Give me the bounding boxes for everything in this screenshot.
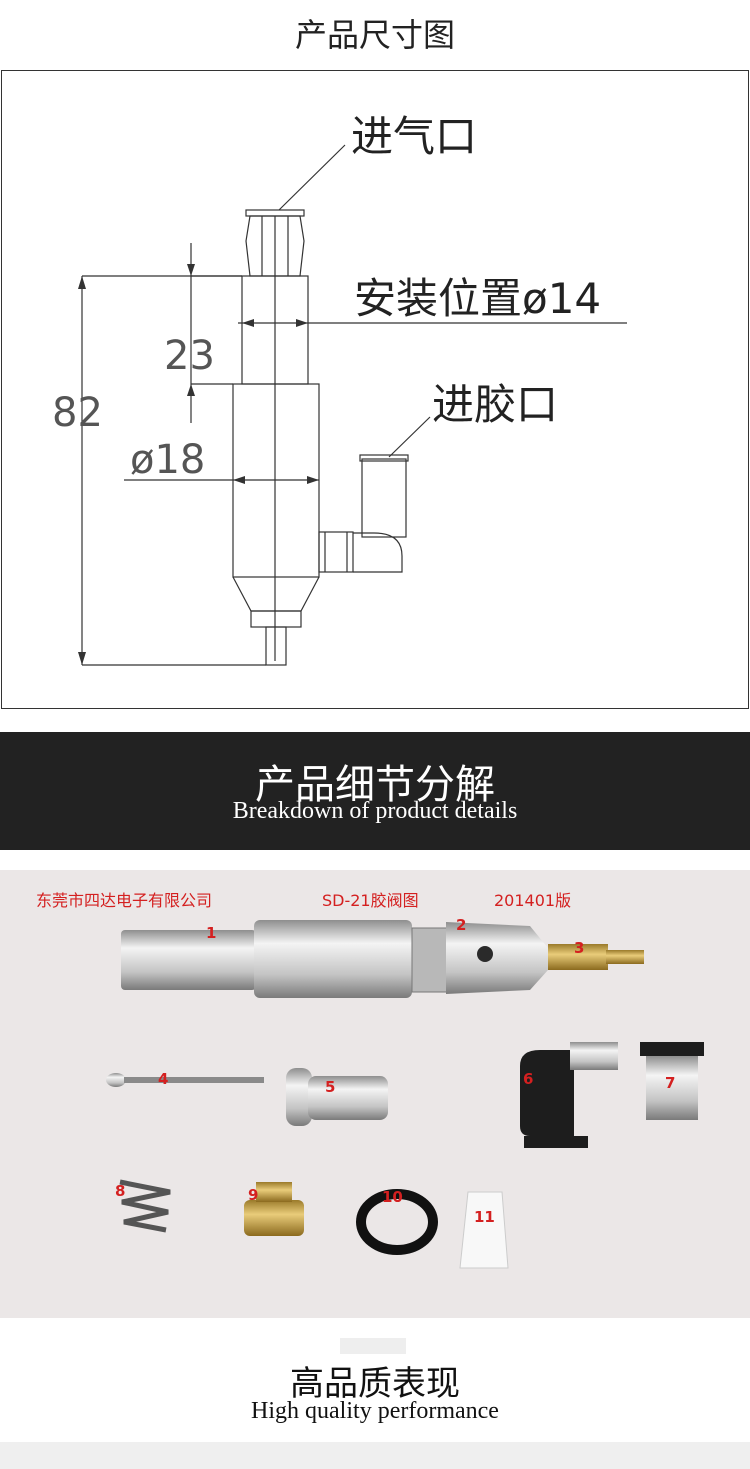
bottom-strip — [0, 1442, 750, 1469]
photo-version-label: 201401版 — [494, 891, 571, 910]
photo-company-label: 东莞市四达电子有限公司 — [36, 891, 212, 910]
part-number-9: 9 — [248, 1186, 258, 1204]
photo-model-label: SD-21胶阀图 — [322, 891, 419, 910]
quality-divider — [340, 1338, 406, 1354]
dimension-drawing-svg: 进气口 安装位置ø14 进胶口 23 82 ø18 — [52, 112, 627, 666]
breakdown-subtitle: Breakdown of product details — [232, 798, 518, 824]
breakdown-banner: 产品细节分解 Breakdown of product details — [0, 732, 750, 850]
parts-photo: 东莞市四达电子有限公司 SD-21胶阀图 201401版 — [0, 870, 750, 1318]
part-number-5: 5 — [325, 1078, 335, 1096]
part-number-7: 7 — [665, 1074, 675, 1092]
part-number-11: 11 — [474, 1208, 495, 1226]
dimension-section-title: 产品尺寸图 — [294, 16, 455, 54]
dimension-23-label: 23 — [164, 333, 215, 379]
part-number-6: 6 — [523, 1070, 533, 1088]
part-number-4: 4 — [158, 1070, 168, 1088]
dimension-drawing: 进气口 安装位置ø14 进胶口 23 82 ø18 — [1, 70, 749, 709]
dimension-82-label: 82 — [52, 390, 103, 436]
air-inlet-label: 进气口 — [351, 112, 477, 161]
part-number-8: 8 — [115, 1182, 125, 1200]
part-number-2: 2 — [456, 916, 466, 934]
part-number-10: 10 — [382, 1188, 403, 1206]
breakdown-title: 产品细节分解 — [255, 762, 495, 808]
dimension-18-label: ø18 — [130, 437, 205, 483]
quality-subtitle: High quality performance — [251, 1398, 499, 1424]
quality-title: 高品质表现 — [290, 1364, 460, 1404]
part-number-1: 1 — [206, 924, 216, 942]
part-number-3: 3 — [574, 939, 584, 957]
mount-position-label: 安装位置ø14 — [354, 274, 601, 323]
parts-photo-svg: 东莞市四达电子有限公司 SD-21胶阀图 201401版 — [36, 891, 704, 1269]
glue-inlet-label: 进胶口 — [432, 380, 558, 429]
